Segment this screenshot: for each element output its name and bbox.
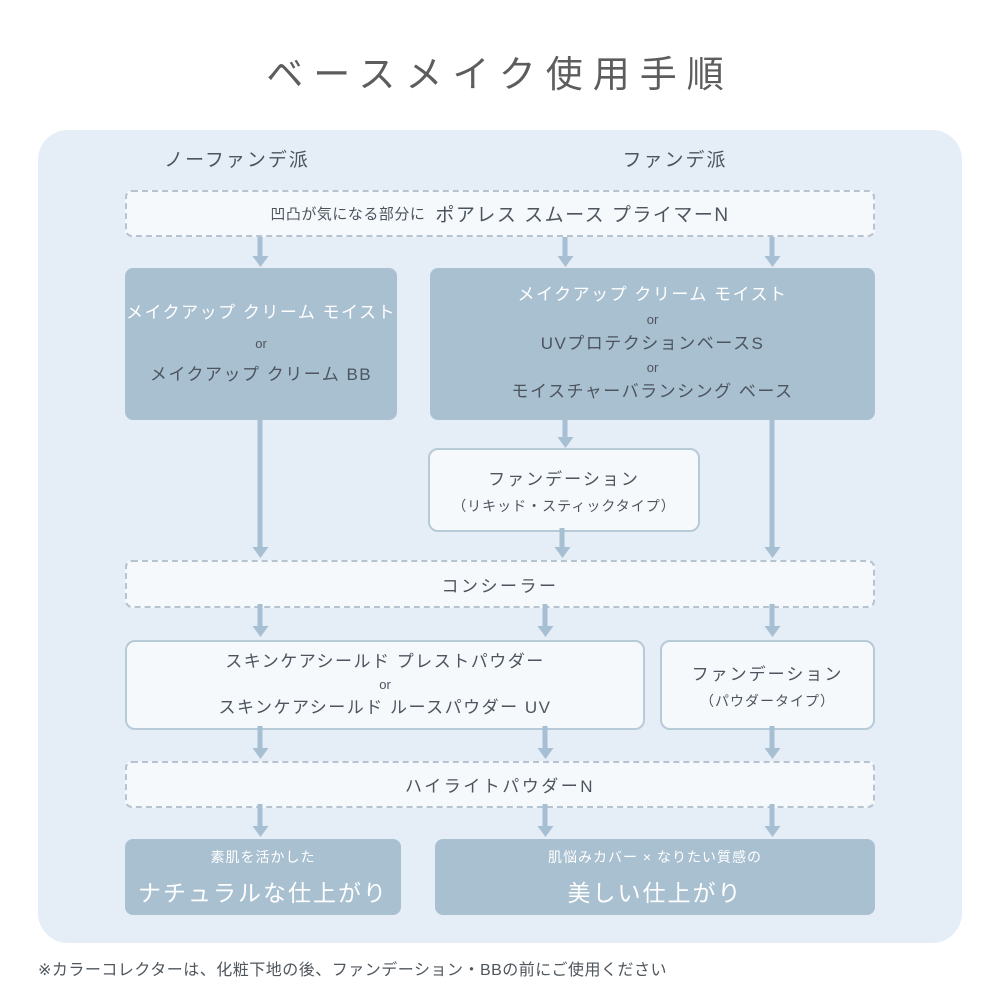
- flow-arrow-down: [764, 804, 780, 837]
- flow-arrow-down: [252, 604, 268, 637]
- flow-arrow-down: [252, 420, 268, 558]
- base-cream-box-foundation: メイクアップ クリーム モイスト or UVプロテクションベースS or モイス…: [430, 268, 875, 420]
- product-line: モイスチャーバランシング ベース: [511, 381, 794, 401]
- result-subtitle: 肌悩みカバー × なりたい質感の: [548, 848, 762, 865]
- footnote: ※カラーコレクターは、化粧下地の後、ファンデーション・BBの前にご使用ください: [38, 962, 667, 979]
- flow-arrow-down: [252, 726, 268, 759]
- page-title: ベースメイク使用手順: [266, 54, 734, 95]
- primer-step-box: 凹凸が気になる部分に ポアレス スムース プライマーN: [125, 190, 875, 237]
- flow-arrow-down: [557, 420, 573, 448]
- flow-arrow-down: [252, 804, 268, 837]
- highlight-powder-step-box: ハイライトパウダーN: [125, 761, 875, 808]
- highlight-label: ハイライトパウダーN: [405, 777, 595, 796]
- product-line: メイクアップ クリーム BB: [149, 364, 373, 384]
- flow-arrow-down: [557, 237, 573, 267]
- or-divider: or: [379, 677, 391, 693]
- foundation-name: ファンデーション: [488, 469, 640, 489]
- liquid-foundation-box: ファンデーション （リキッド・スティックタイプ）: [428, 448, 700, 532]
- product-line: スキンケアシールド ルースパウダー UV: [218, 697, 552, 717]
- product-line: スキンケアシールド プレストパウダー: [225, 651, 545, 671]
- column-header-no-foundation: ノーファンデ派: [164, 150, 310, 171]
- flow-arrow-down: [252, 237, 268, 267]
- result-title: ナチュラルな仕上がり: [138, 879, 388, 906]
- product-line: UVプロテクションベースS: [540, 333, 765, 353]
- flow-arrow-down: [537, 604, 553, 637]
- skincare-shield-powder-box: スキンケアシールド プレストパウダー or スキンケアシールド ルースパウダー …: [125, 640, 645, 730]
- foundation-type: （リキッド・スティックタイプ）: [452, 497, 676, 514]
- flow-arrow-down: [764, 237, 780, 267]
- or-divider: or: [255, 336, 267, 352]
- flow-arrow-down: [537, 804, 553, 837]
- flow-arrow-down: [764, 604, 780, 637]
- primer-condition-text: 凹凸が気になる部分に: [270, 206, 426, 223]
- flow-arrow-down: [764, 420, 780, 558]
- product-line: メイクアップ クリーム モイスト: [517, 285, 788, 305]
- result-beautiful-box: 肌悩みカバー × なりたい質感の 美しい仕上がり: [435, 839, 875, 915]
- product-line: メイクアップ クリーム モイスト: [125, 302, 397, 322]
- flow-arrow-down: [764, 726, 780, 759]
- result-natural-box: 素肌を活かした ナチュラルな仕上がり: [125, 839, 401, 915]
- flow-arrow-down: [537, 726, 553, 759]
- flow-arrow-down: [554, 528, 570, 558]
- result-title: 美しい仕上がり: [567, 879, 743, 906]
- flowchart-container: [38, 130, 962, 943]
- concealer-step-box: コンシーラー: [125, 560, 875, 608]
- foundation-type: （パウダータイプ）: [700, 692, 835, 709]
- result-subtitle: 素肌を活かした: [210, 848, 316, 865]
- or-divider: or: [646, 360, 659, 376]
- powder-foundation-box: ファンデーション （パウダータイプ）: [660, 640, 875, 730]
- or-divider: or: [646, 312, 659, 328]
- base-cream-box-no-foundation: メイクアップ クリーム モイスト or メイクアップ クリーム BB: [125, 268, 397, 420]
- column-header-foundation: ファンデ派: [622, 150, 728, 171]
- foundation-name: ファンデーション: [691, 664, 844, 684]
- concealer-label: コンシーラー: [441, 576, 559, 596]
- primer-product-text: ポアレス スムース プライマーN: [435, 205, 730, 226]
